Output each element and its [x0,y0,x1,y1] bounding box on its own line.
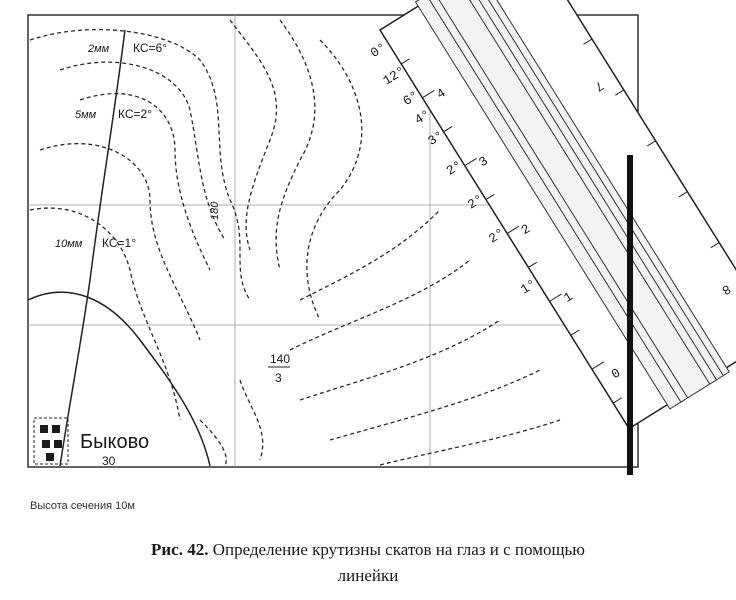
right-edge-bar [627,155,633,475]
section-height-note: Высота сечения 10м [30,500,135,512]
figure-number: Рис. 42. [150,540,209,559]
ruler-ticks [400,38,720,404]
ruler-angle-2b: 2° [465,192,486,213]
contour-value-180: 180 [209,201,221,220]
contour-value-140: 140 [270,352,290,366]
figure-title-line2: линейки [337,566,399,585]
contour-lines [29,19,561,467]
village-name: Быково [80,431,149,453]
ruler-angle-2c: 2° [486,225,507,246]
slope-interval-3: 10мм [55,238,83,250]
ruler: 0° 12° 6° 4° 3° 2° 2° 2° 1° 4 3 2 1 0 7 … [368,0,736,430]
ruler-angle-1: 1° [518,276,539,297]
village-number: 30 [102,454,116,468]
ruler-angle-4: 4° [412,107,433,128]
slope-labels: 2мм КС=6° 5мм КС=2° 10мм КС=1° [55,41,167,250]
contour-value-3: 3 [275,371,282,385]
ruler-angle-2a: 2° [444,158,465,179]
slope-kc-1: КС=6° [133,41,167,55]
slope-interval-1: 2мм [87,43,110,55]
ruler-angle-0: 0° [368,40,389,61]
road-line [59,29,126,467]
solid-contour [27,291,211,467]
ruler-angle-3: 3° [425,128,446,149]
slope-kc-2: КС=2° [118,107,152,121]
figure-caption: Рис. 42. Определение крутизны скатов на … [0,540,736,560]
ruler-angle-6: 6° [400,88,421,109]
village-symbol [33,417,69,465]
figure-title-line1: Определение крутизны скатов на глаз и с … [212,540,586,559]
slope-interval-2: 5мм [75,109,97,121]
slope-kc-3: КС=1° [102,236,136,250]
